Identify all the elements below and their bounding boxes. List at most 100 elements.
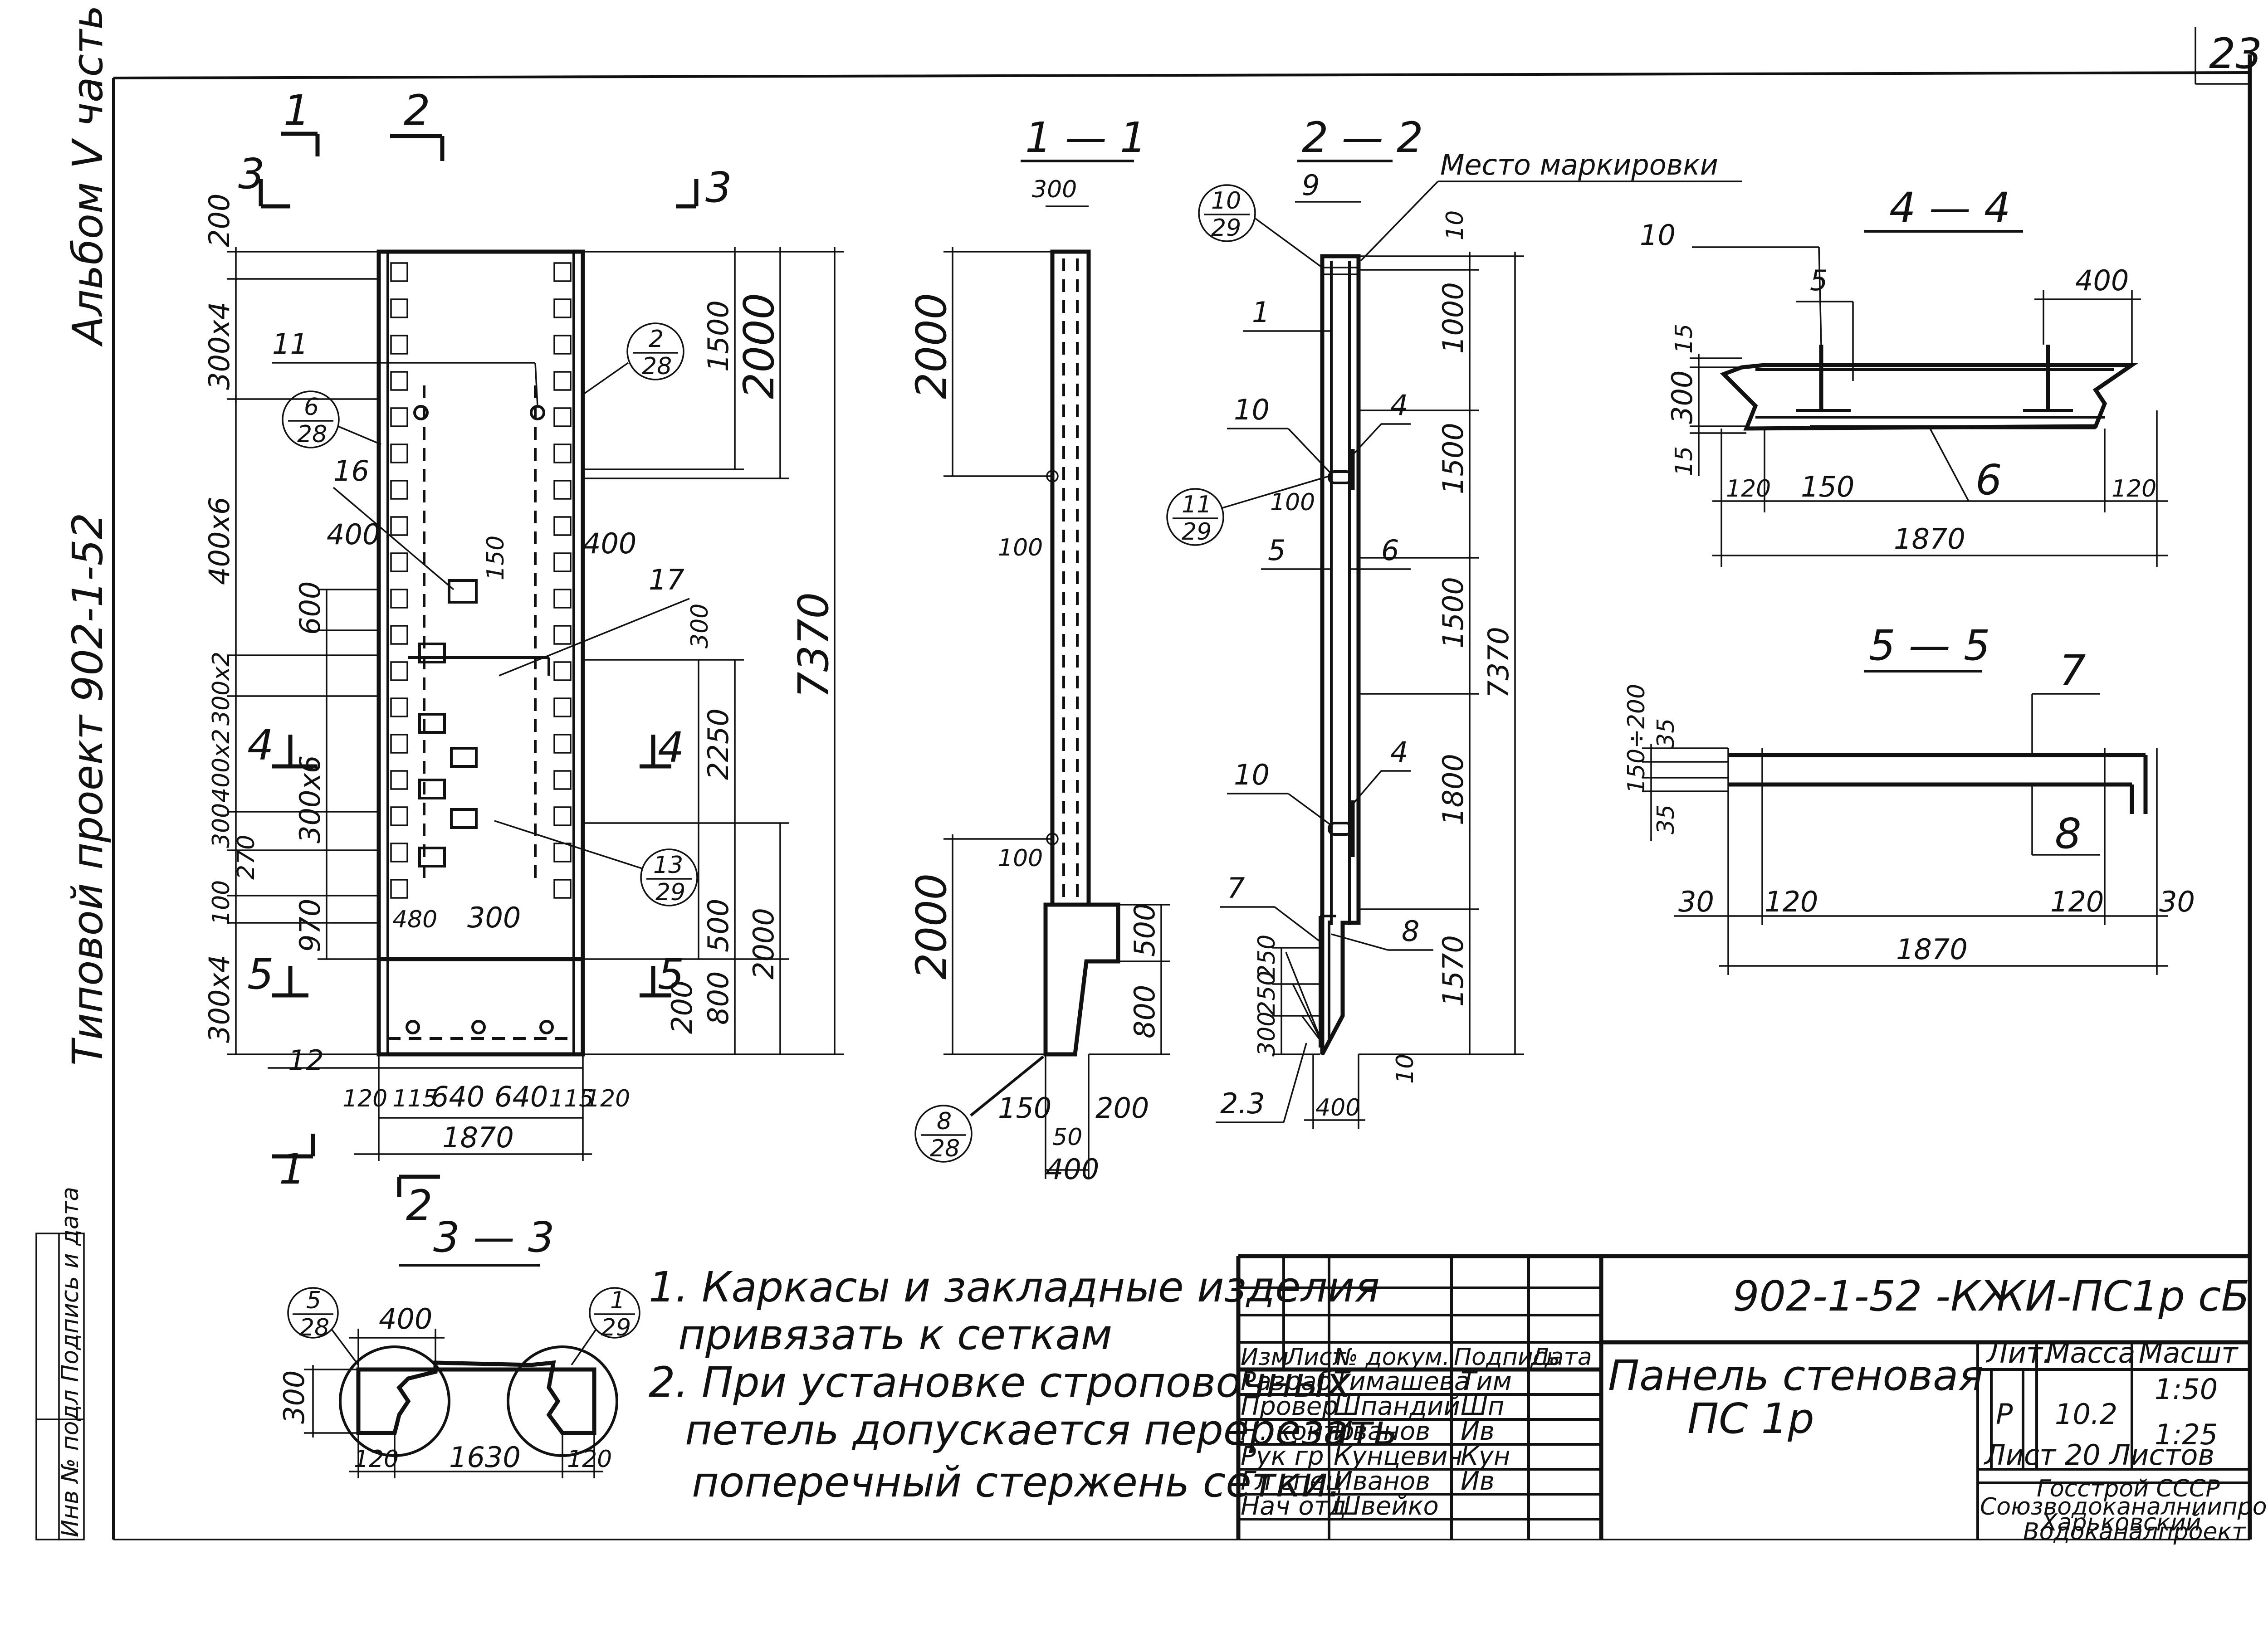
header-doc: № докум. [1332,1344,1450,1371]
section-1-1: 1 — 1 300 2000 100 100 2000 500 800 150 … [907,113,1170,1186]
doc-code: 902-1-52 -КЖИ-ПС1р сБ [1733,1272,2250,1321]
s22-pos-5: 5 [1268,534,1286,567]
section-5-5-title: 5 — 5 [1869,621,1990,670]
s22-dim-400: 400 [1315,1094,1360,1121]
mesh-openings-left [390,262,408,899]
sec-mark-2-top: 2 [404,86,430,135]
s22-pos-4-b: 4 [1390,736,1408,769]
s22-dim-250-b: 250 [1253,971,1281,1016]
s44-dim-1870: 1870 [1894,522,1965,556]
dim-600: 600 [293,581,327,635]
sec-mark-5-left: 5 [247,950,274,999]
dim-200-plan: 200 [665,980,699,1034]
sec-mark-1-top: 1 [284,86,310,135]
section-4-4: 4 — 4 10 5 400 15 300 15 120 150 [1640,184,2168,567]
section-1-1-title: 1 — 1 [1025,113,1147,162]
callout-10-29: 10 29 [1198,184,1323,268]
s55-dim-30-a: 30 [1678,885,1714,918]
s22-dim-2-3: 2.3 [1220,1087,1265,1120]
drawing-title-2: ПС 1р [1687,1394,1814,1443]
notes: 1. Каркасы и закладные изделия привязать… [649,1263,1398,1506]
dim-300: 300 [208,803,235,848]
s22-pos-9: 9 [1302,169,1320,202]
svg-text:1: 1 [610,1287,625,1314]
s55-dim-120-b: 120 [2050,885,2104,918]
svg-text:2: 2 [649,326,664,353]
dim-115-a: 115 [392,1085,437,1112]
s44-dim-150: 150 [1801,470,1854,503]
s22-pos-10-b: 10 [1234,758,1270,791]
dim-300-vert: 300 [686,604,714,648]
s55-dim-35-a: 35 [1652,718,1680,748]
s22-dim-10-top: 10 [1442,210,1469,240]
s44-pos-5: 5 [1810,264,1828,297]
s44-dim-15-a: 15 [1671,324,1698,354]
callout-13-29: 13 29 [494,820,698,906]
title-block [1236,1254,2250,1540]
section-4-4-title: 4 — 4 [1889,184,2011,232]
dim-970: 970 [293,899,327,952]
svg-text:5: 5 [306,1287,321,1314]
s55-dim-1870: 1870 [1896,933,1968,966]
scale-2: 1:25 [2155,1418,2218,1451]
dim-300x6: 300x6 [293,755,327,843]
svg-text:8: 8 [937,1108,952,1135]
tb-sign-3: Ив [1461,1417,1495,1446]
dim-2000-top: 2000 [735,293,783,399]
s44-dim-15-b: 15 [1671,446,1698,476]
dim-400-right: 400 [583,527,636,560]
sec-mark-3-left: 3 [238,150,265,198]
mass-value: 10.2 [2055,1398,2117,1431]
svg-text:6: 6 [304,394,319,421]
s22-dim-250-a: 250 [1253,935,1281,980]
s33-dim-120-b: 120 [567,1446,612,1473]
s22-dim-10-bottom: 10 [1392,1054,1419,1084]
note-line-3: 2. При установке строповочных [649,1358,1352,1407]
side-labels: Альбом V часть I Типовой проект 902-1-52… [35,0,112,1540]
tb-sign-4: Кун [1461,1442,1510,1471]
callout-5-28: 5 28 [287,1287,359,1366]
dim-300x4-top: 300x4 [203,302,236,390]
section-3-3-title: 3 — 3 [433,1213,555,1262]
s55-pos-7: 7 [2059,646,2086,695]
s22-dim-1500-b: 1500 [1437,577,1470,648]
dim-270: 270 [233,835,260,880]
dim-115-b: 115 [549,1085,594,1112]
page-number: 23 [2209,29,2262,78]
tb-name-5: Иванов [1334,1467,1430,1496]
col-scale: Масшт [2139,1336,2239,1369]
dim-2000-bottom: 2000 [747,908,780,980]
s55-dim-120-a: 120 [1765,885,1818,918]
dim-1500-plan: 1500 [702,300,735,372]
s44-dim-300: 300 [1666,370,1699,424]
s11-dim-100-a: 100 [998,534,1043,561]
note-line-2: привязать к сеткам [678,1311,1112,1359]
org-1: Госстрой СССР [2037,1475,2220,1502]
tb-name-4: Кунцевич [1334,1442,1463,1471]
s44-dim-400: 400 [2075,264,2129,297]
tb-name-6: Швейко [1334,1491,1439,1521]
tb-sign-1: Тим [1461,1367,1512,1396]
dim-2250: 2250 [702,708,735,780]
pos-16: 16 [333,454,369,487]
s44-dim-120-b: 120 [2112,475,2156,502]
dim-200: 200 [203,194,236,247]
s22-pos-10-a: 10 [1234,393,1270,426]
s11-dim-200: 200 [1095,1092,1149,1125]
dim-500-plan: 500 [702,899,735,952]
section-3-3: 3 — 3 400 300 120 1630 120 5 28 1 29 [278,1213,640,1478]
dim-120-b: 120 [585,1085,630,1112]
dim-400-left: 400 [327,518,380,551]
tb-sign-5: Ив [1461,1467,1495,1496]
section-5-5: 5 — 5 7 150÷200 35 35 8 30 120 120 30 18… [1623,621,2195,975]
tb-role-1: Разраб. [1241,1367,1340,1396]
sec-mark-5-right: 5 [658,950,684,999]
tb-name-3: Иванов [1334,1417,1430,1446]
s22-dim-300: 300 [1253,1012,1281,1057]
s33-dim-300: 300 [278,1370,311,1424]
sheet-frame [112,27,2252,1540]
tb-role-3: Н. контр [1241,1417,1354,1446]
s11-dim-400: 400 [1046,1153,1099,1186]
callout-8-28: 8 28 [914,1055,1044,1163]
s22-dim-7370: 7370 [1482,627,1515,698]
